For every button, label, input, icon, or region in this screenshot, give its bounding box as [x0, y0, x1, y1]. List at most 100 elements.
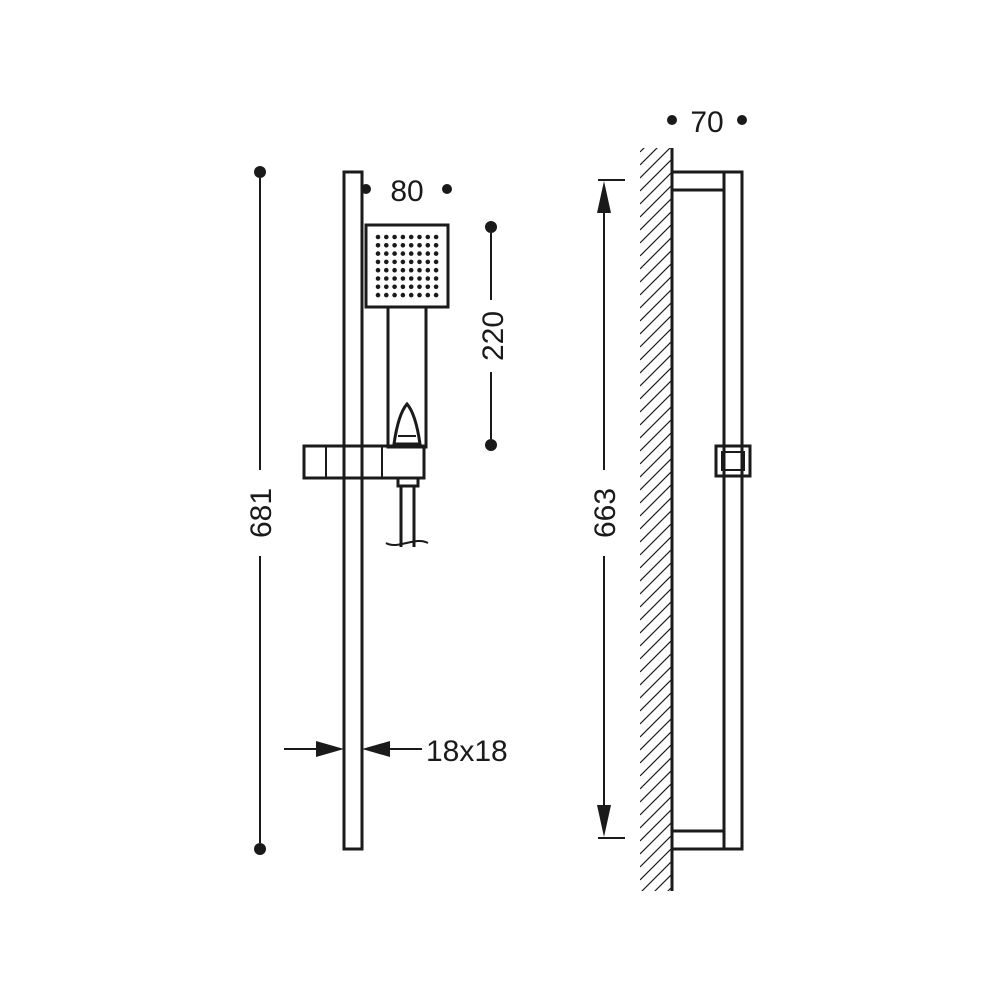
nozzle-dot — [417, 234, 422, 240]
hatch-line — [640, 275, 672, 309]
hatch-line — [654, 873, 672, 891]
dimension-head-width: 80 — [361, 175, 452, 208]
hatch-line — [640, 613, 672, 647]
nozzle-dot — [408, 259, 414, 265]
nozzle-dot — [433, 292, 439, 298]
hatch-line — [640, 795, 672, 829]
nozzle-dot — [433, 234, 439, 240]
dimension-dot — [737, 115, 747, 125]
hatch-line — [640, 548, 672, 582]
nozzle-dot — [400, 276, 406, 281]
nozzle-dot — [375, 243, 381, 248]
hatch-line — [640, 148, 671, 179]
nozzle-dot — [408, 267, 414, 273]
nozzle-dot — [433, 259, 439, 265]
nozzle-dot — [384, 292, 389, 298]
hatch-line — [640, 639, 672, 673]
nozzle-dot — [433, 284, 439, 290]
hatch-line — [640, 717, 672, 751]
hatch-line — [640, 340, 672, 374]
dimension-dot — [442, 184, 452, 194]
slide-rail — [342, 170, 364, 851]
dimension-dot — [667, 115, 677, 125]
hatch-line — [640, 236, 672, 270]
nozzle-dot — [408, 276, 414, 281]
nozzle-dot — [392, 276, 397, 281]
nozzle-dot — [433, 267, 439, 273]
arrowhead — [362, 741, 390, 757]
nozzle-dot — [400, 243, 406, 248]
dimension-head-length: 220 — [477, 221, 510, 451]
nozzle-dot — [375, 284, 381, 290]
hatch-line — [640, 769, 672, 803]
nozzle-dot — [400, 251, 406, 256]
nozzle-dot — [375, 234, 381, 240]
nozzle-dot — [392, 284, 397, 290]
rail-section-label: 18x18 — [426, 735, 508, 768]
hatch-line — [640, 821, 672, 855]
hatch-line — [640, 730, 672, 764]
hatch-line — [640, 301, 672, 335]
nozzle-dot — [375, 267, 381, 273]
hatch-line — [640, 327, 672, 361]
nozzle-dot — [425, 276, 431, 281]
nozzle-dot — [384, 284, 389, 290]
hatch-line — [640, 522, 672, 556]
hatch-line — [640, 847, 672, 881]
nozzle-dot — [425, 251, 431, 256]
nozzle-dot — [392, 243, 397, 248]
head-length-label: 220 — [477, 311, 510, 361]
nozzle-dot — [384, 234, 389, 240]
hatch-line — [640, 483, 672, 517]
shower-handle — [386, 305, 428, 449]
handset-holder — [302, 444, 426, 480]
rail-length-label: 681 — [245, 488, 278, 538]
nozzle-dot — [375, 276, 381, 281]
hatch-line — [640, 392, 672, 426]
dimension-dot — [254, 166, 266, 178]
nozzle-dot — [384, 243, 389, 248]
nozzle-dot — [400, 234, 406, 240]
dimension-mount-length: 663 — [589, 179, 625, 839]
hatch-line — [640, 249, 672, 283]
nozzle-dot — [433, 251, 439, 256]
hatch-line — [640, 262, 672, 296]
hatch-line — [640, 626, 672, 660]
hatch-line — [640, 457, 672, 491]
nozzle-dot — [417, 259, 422, 265]
front-view: 681 80 220 18x18 — [245, 166, 510, 855]
hatch-line — [640, 288, 672, 322]
dimension-rail-length: 681 — [245, 166, 278, 855]
nozzle-dot — [417, 251, 422, 256]
dimension-wall-projection: 70 — [667, 106, 747, 139]
arrowhead — [597, 805, 611, 837]
nozzle-dot — [417, 292, 422, 298]
hatch-line — [640, 353, 672, 387]
nozzle-dot — [425, 292, 431, 298]
nozzle-dot — [392, 267, 397, 273]
nozzle-dot — [417, 284, 422, 290]
hatch-line — [640, 574, 672, 608]
holder-edges — [325, 446, 383, 478]
hatch-line — [640, 418, 672, 452]
hatch-line — [640, 431, 672, 465]
hatch-line — [640, 184, 672, 218]
hatch-line — [640, 496, 672, 530]
hatch-line — [640, 314, 672, 348]
hatch-line — [641, 860, 672, 891]
nozzle-dot — [392, 259, 397, 265]
head-width-label: 80 — [390, 175, 423, 208]
nozzle-dot — [425, 234, 431, 240]
hatch-line — [640, 444, 672, 478]
nozzle-dot — [375, 259, 381, 265]
hatch-line — [640, 665, 672, 699]
hatch-line — [640, 535, 672, 569]
nozzle-dot — [417, 276, 422, 281]
hatch-line — [640, 743, 672, 777]
hatch-line — [640, 148, 645, 153]
hatch-line — [640, 509, 672, 543]
nozzle-dot — [392, 251, 397, 256]
hatch-line — [640, 210, 672, 244]
dimension-dot — [361, 184, 371, 194]
nozzle-dot — [425, 259, 431, 265]
